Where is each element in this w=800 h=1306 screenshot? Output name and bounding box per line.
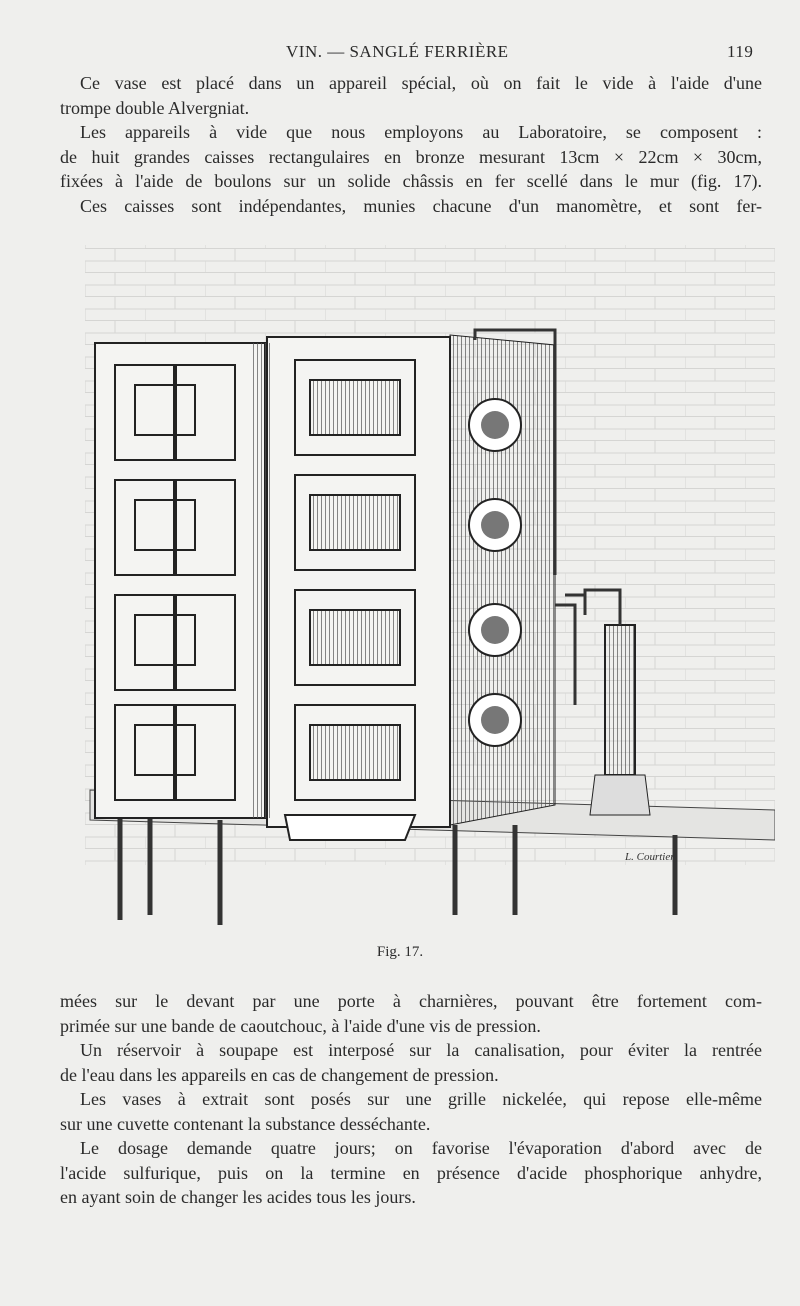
text-line: Ce vase est placé dans un appareil spéci…: [80, 73, 762, 93]
text-line: Les appareils à vide que nous employons …: [80, 122, 762, 142]
text-line: sur une cuvette contenant la substance d…: [60, 1113, 431, 1134]
text-line: en ayant soin de changer les acides tous…: [60, 1187, 416, 1207]
paragraph: Les vases à extrait sont posés sur une g…: [60, 1087, 762, 1136]
paragraph: mées sur le devant par une porte à charn…: [60, 989, 762, 1038]
text-line: l'acide sulfurique, puis on la termine e…: [60, 1162, 762, 1183]
bottom-text: mées sur le devant par une porte à charn…: [60, 989, 762, 1210]
paragraph: Les appareils à vide que nous employons …: [60, 120, 762, 194]
paragraph: Ces caisses sont indépendantes, munies c…: [60, 194, 762, 219]
text-line: trompe double Alvergniat.: [60, 97, 250, 118]
text-line: Ces caisses sont indépendantes, munies c…: [80, 195, 762, 216]
running-title: VIN. — SANGLÉ FERRIÈRE: [286, 42, 509, 61]
text-line: de huit grandes caisses rectangulaires e…: [60, 146, 762, 167]
paragraph: Un réservoir à soupape est interposé sur…: [60, 1038, 762, 1087]
text-line: Un réservoir à soupape est interposé sur…: [80, 1040, 762, 1060]
text-line: primée sur une bande de caoutchouc, à l'…: [60, 1015, 541, 1036]
top-text: Ce vase est placé dans un appareil spéci…: [60, 71, 762, 218]
text-line: Les vases à extrait sont posés sur une g…: [80, 1089, 762, 1109]
paragraph: Le dosage demande quatre jours; on favor…: [60, 1136, 762, 1210]
text-line: Le dosage demande quatre jours; on favor…: [80, 1138, 762, 1158]
text-line: de l'eau dans les appareils en cas de ch…: [60, 1064, 499, 1085]
figure-vacuum-apparatus: L. Courtier: [85, 245, 775, 925]
figure-caption: Fig. 17.: [376, 944, 424, 960]
illustrator-signature: L. Courtier: [624, 851, 675, 863]
page-number: 119: [727, 42, 754, 61]
text-line: mées sur le devant par une porte à charn…: [60, 991, 762, 1011]
text-line: fixées à l'aide de boulons sur un solide…: [60, 171, 762, 191]
paragraph: Ce vase est placé dans un appareil spéci…: [60, 71, 762, 120]
